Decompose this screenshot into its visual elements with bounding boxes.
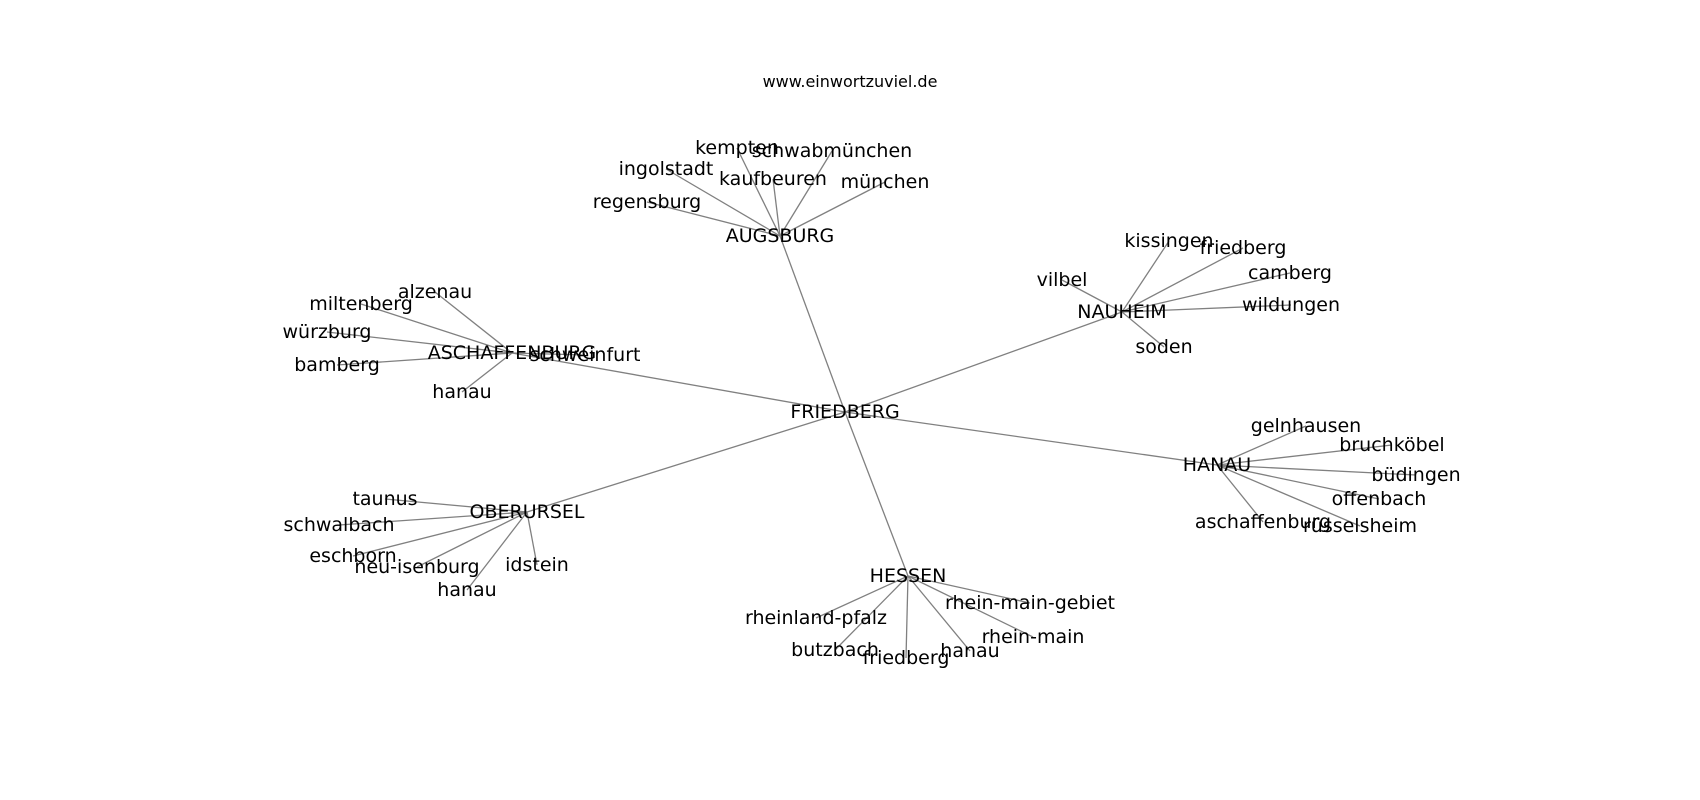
edge-hanau-han-ruesselsheim — [1216, 464, 1361, 527]
edge-hanau-han-aschaffenburg — [1216, 464, 1264, 523]
node-label-nau-wildungen: wildungen — [1242, 294, 1340, 316]
edge-aschaffenburg-asc-wuerzburg — [326, 331, 513, 354]
node-label-obe-idstein: idstein — [505, 554, 569, 576]
node-label-han-aschaffenburg: aschaffenburg — [1195, 511, 1331, 533]
edge-aschaffenburg-asc-miltenberg — [360, 303, 513, 354]
edge-oberursel-obe-eschborn — [352, 511, 528, 557]
edge-friedberg-hanau — [844, 411, 1218, 466]
node-label-obe-eschborn: eschborn — [309, 545, 396, 567]
edge-aschaffenburg-asc-bamberg — [336, 352, 513, 366]
graph-edges — [326, 147, 1417, 659]
node-label-hes-rhein-main: rhein-main — [982, 626, 1085, 648]
edge-oberursel-obe-neu-isenburg — [416, 511, 528, 568]
edge-nauheim-nau-wildungen — [1121, 304, 1292, 313]
node-label-hessen: HESSEN — [870, 565, 947, 587]
edge-hanau-han-offenbach — [1216, 464, 1380, 500]
edge-nauheim-nau-kissingen — [1121, 240, 1170, 313]
edge-aschaffenburg-asc-schweinfurt — [511, 352, 586, 356]
edge-aschaffenburg-asc-hanau — [461, 352, 513, 393]
node-label-aug-kaufbeuren: kaufbeuren — [719, 168, 827, 190]
edge-friedberg-hessen — [844, 411, 909, 577]
site-title: www.einwortzuviel.de — [762, 72, 938, 91]
edge-friedberg-augsburg — [779, 235, 846, 413]
node-label-han-bruchkoebel: bruchköbel — [1339, 434, 1444, 456]
edge-hessen-hes-rheinland-pfalz — [815, 575, 909, 619]
node-label-han-gelnhausen: gelnhausen — [1251, 415, 1361, 437]
node-label-han-offenbach: offenbach — [1332, 488, 1427, 510]
node-label-aug-schwabmuenchen: schwabmünchen — [752, 140, 912, 162]
node-label-asc-wuerzburg: würzburg — [282, 321, 371, 343]
edge-friedberg-oberursel — [526, 411, 846, 513]
edge-nauheim-nau-camberg — [1121, 272, 1291, 313]
node-label-nau-kissingen: kissingen — [1124, 230, 1213, 252]
node-label-obe-taunus: taunus — [352, 488, 417, 510]
node-label-asc-hanau: hanau — [432, 381, 491, 403]
edge-hanau-han-gelnhausen — [1216, 425, 1307, 466]
node-label-asc-bamberg: bamberg — [294, 354, 380, 376]
edge-oberursel-obe-idstein — [526, 511, 538, 566]
graph-nodes: FRIEDBERG AUGSBURG NAUHEIM ASCHAFFENBURG HAN… — [282, 137, 1460, 669]
edge-augsburg-aug-muenchen — [779, 181, 886, 237]
edge-hessen-hes-hanau — [907, 575, 971, 652]
node-label-aschaffenburg: ASCHAFFENBURG — [428, 342, 597, 364]
node-label-hes-friedberg: friedberg — [863, 647, 950, 669]
node-label-obe-hanau: hanau — [437, 579, 496, 601]
node-label-nauheim: NAUHEIM — [1077, 301, 1166, 323]
node-label-nau-camberg: camberg — [1248, 262, 1332, 284]
edge-nauheim-nau-vilbel — [1061, 279, 1123, 313]
node-label-asc-alzenau: alzenau — [398, 281, 472, 303]
edge-aschaffenburg-asc-alzenau — [434, 291, 513, 354]
node-label-asc-schweinfurt: schweinfurt — [530, 344, 641, 366]
edge-hessen-hes-rhein-main-gebiet — [907, 575, 1031, 604]
node-label-friedberg: FRIEDBERG — [790, 401, 899, 423]
node-label-han-ruesselsheim: rüsselsheim — [1303, 515, 1417, 537]
node-label-nau-vilbel: vilbel — [1037, 269, 1088, 291]
node-label-aug-muenchen: münchen — [841, 171, 930, 193]
edge-augsburg-aug-regensburg — [646, 201, 781, 237]
node-label-nau-soden: soden — [1135, 336, 1192, 358]
edge-oberursel-obe-hanau — [466, 511, 528, 591]
node-label-augsburg: AUGSBURG — [726, 225, 835, 247]
edge-hanau-han-bruchkoebel — [1216, 444, 1393, 466]
edge-friedberg-nauheim — [844, 311, 1123, 413]
edge-nauheim-nau-soden — [1121, 311, 1165, 348]
edge-hessen-hes-butzbach — [834, 575, 909, 651]
node-label-obe-schwalbach: schwalbach — [283, 514, 394, 536]
node-label-nau-friedberg: friedberg — [1200, 237, 1287, 259]
node-label-hes-rhein-main-gebiet: rhein-main-gebiet — [945, 592, 1115, 614]
edge-nauheim-nau-friedberg — [1121, 247, 1244, 313]
edge-hessen-hes-rhein-main — [907, 575, 1034, 638]
node-label-aug-ingolstadt: ingolstadt — [619, 158, 714, 180]
node-label-aug-regensburg: regensburg — [593, 191, 701, 213]
edge-augsburg-aug-kaufbeuren — [772, 178, 781, 237]
edge-augsburg-aug-ingolstadt — [665, 168, 781, 237]
edge-augsburg-aug-schwabmuenchen — [779, 150, 833, 237]
edge-oberursel-obe-taunus — [384, 498, 528, 513]
node-label-obe-neu-isenburg: neu-isenburg — [354, 556, 479, 578]
node-label-hes-butzbach: butzbach — [791, 639, 879, 661]
node-label-han-buedingen: büdingen — [1371, 464, 1460, 486]
node-label-asc-miltenberg: miltenberg — [309, 293, 413, 315]
edge-hanau-han-buedingen — [1216, 464, 1417, 476]
edge-friedberg-aschaffenburg — [511, 352, 846, 413]
node-label-oberursel: OBERURSEL — [470, 501, 585, 523]
node-label-aug-kempten: kempten — [695, 137, 779, 159]
edge-oberursel-obe-schwalbach — [338, 511, 528, 526]
node-label-hes-hanau: hanau — [940, 640, 999, 662]
edge-hessen-hes-friedberg — [905, 575, 909, 659]
edge-augsburg-aug-kempten — [736, 147, 781, 237]
node-label-hanau: HANAU — [1183, 454, 1251, 476]
node-label-hes-rheinland-pfalz: rheinland-pfalz — [745, 607, 887, 629]
